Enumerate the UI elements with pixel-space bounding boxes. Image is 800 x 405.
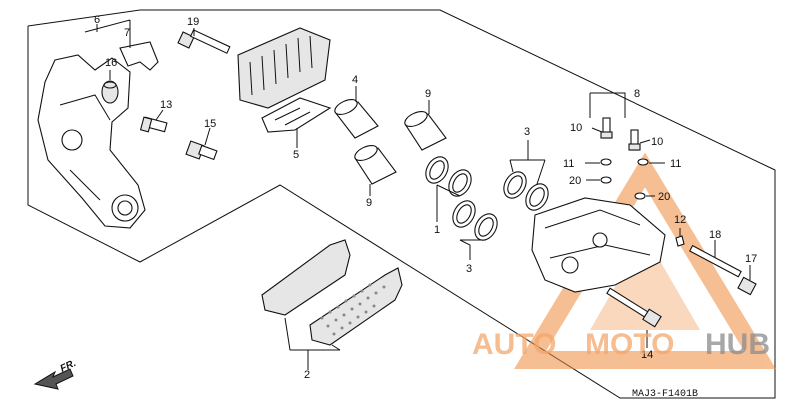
- clip: [675, 235, 685, 247]
- sleeve-large: [334, 99, 379, 139]
- callout-3-lower: 3: [466, 263, 472, 275]
- caliper-pin: [689, 244, 742, 278]
- callout-18: 18: [709, 229, 721, 241]
- callout-9-lower: 9: [366, 197, 372, 209]
- watermark-part-3: HUB: [705, 328, 770, 361]
- callout-12: 12: [674, 214, 686, 226]
- callout-11-left: 11: [563, 158, 574, 170]
- slide-pin-bolt: [139, 116, 168, 133]
- callout-20-right: 20: [658, 191, 670, 203]
- callout-14: 14: [641, 349, 653, 361]
- brake-pad-set: [261, 239, 403, 346]
- piston-seals: [425, 156, 549, 241]
- callout-16: 16: [105, 57, 117, 69]
- pin-boot: [101, 80, 119, 104]
- leader-lines: [84, 19, 751, 370]
- sleeve-upper: [404, 111, 447, 151]
- watermark-text: AUTO MOTO HUB: [472, 328, 770, 361]
- caliper-bolt: [606, 287, 662, 328]
- bleeder-caps: [600, 158, 649, 166]
- callout-10-right: 10: [651, 136, 663, 148]
- caliper-body: [531, 197, 666, 293]
- bleeder-screw-right: [628, 129, 641, 151]
- sleeve-lower: [354, 145, 397, 185]
- front-direction-arrow: FR.: [33, 358, 78, 390]
- callout-6: 6: [94, 14, 100, 26]
- watermark-part-2: MOTO: [585, 328, 674, 361]
- callout-20-left: 20: [569, 175, 581, 187]
- callout-1: 1: [434, 224, 440, 236]
- callout-4: 4: [352, 74, 358, 86]
- pad-retainer: [261, 97, 332, 133]
- bleeder-screw-left: [600, 117, 613, 139]
- callout-19: 19: [187, 16, 199, 28]
- callout-10-left: 10: [570, 122, 582, 134]
- caliper-bracket: [37, 54, 146, 229]
- callout-8: 8: [634, 88, 640, 100]
- callout-9-upper: 9: [425, 88, 431, 100]
- diagram-code: MAJ3-F1401B: [632, 389, 698, 400]
- pin-bolt: [185, 140, 218, 161]
- callout-7: 7: [124, 27, 130, 39]
- callout-3-upper: 3: [524, 126, 530, 138]
- o-rings: [600, 176, 646, 200]
- callout-11-right: 11: [670, 158, 681, 170]
- callout-13: 13: [160, 99, 172, 111]
- pin-boot-right: [737, 276, 757, 296]
- callout-15: 15: [204, 118, 216, 130]
- direction-label: FR.: [59, 358, 78, 375]
- pad-spring: [119, 41, 159, 71]
- frame-outline: [27, 9, 776, 399]
- callout-2: 2: [304, 369, 310, 381]
- callout-5: 5: [293, 149, 299, 161]
- pad-pin-bolt: [177, 29, 231, 54]
- callout-17: 17: [745, 253, 757, 265]
- watermark-part-1: AUTO: [472, 328, 556, 361]
- callout-labels: 6 7 16 13 15 19 4 5 9 9 1 3 3 8 10 10 11…: [94, 14, 757, 381]
- upper-caliper-body: [237, 27, 331, 109]
